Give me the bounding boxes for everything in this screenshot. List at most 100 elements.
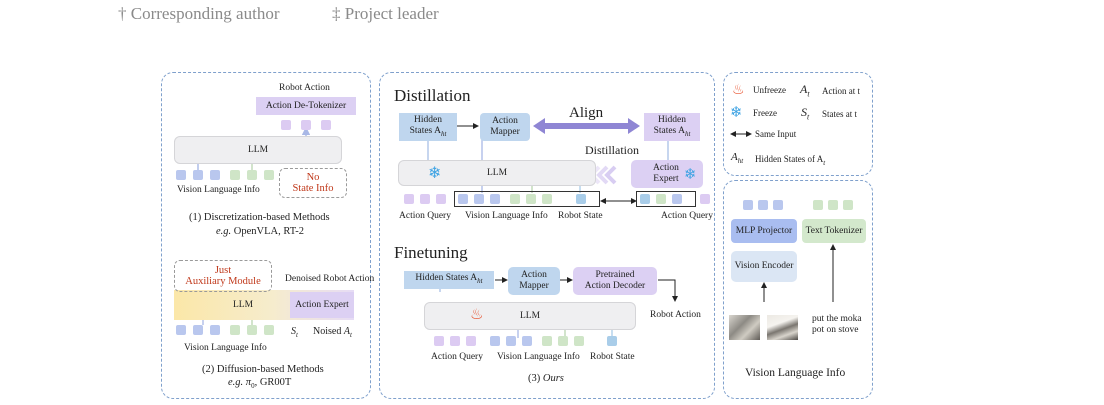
action-detokenizer-box: Action De-Tokenizer <box>256 97 356 115</box>
vision-token <box>522 336 532 346</box>
vl-info-label: Vision Language Info <box>177 185 260 195</box>
vision-token <box>176 170 186 180</box>
language-token <box>264 325 274 335</box>
language-token <box>247 170 257 180</box>
legend-aht-label: Hidden States of At <box>755 154 826 167</box>
language-token <box>542 194 552 204</box>
query-token <box>420 194 430 204</box>
vision-token <box>506 336 516 346</box>
state-symbol: St <box>291 326 298 339</box>
language-token <box>558 336 568 346</box>
query-token <box>404 194 414 204</box>
ft-hidden-states-box: Hidden States Aht <box>404 271 494 289</box>
distillation-title: Distillation <box>394 86 471 105</box>
action-query-label: Action Query <box>399 211 451 221</box>
hidden-states-right-box: Hidden States Aht <box>644 113 700 141</box>
vision-token <box>458 194 468 204</box>
ft-action-query-label: Action Query <box>431 352 483 362</box>
llm-box-finetuning: LLM <box>424 302 636 330</box>
noised-action-label: Noised At <box>313 326 352 339</box>
observation-image-2 <box>767 315 798 340</box>
vision-token <box>490 194 500 204</box>
panel-legend <box>723 72 873 176</box>
denoised-robot-action-label: Denoised Robot Action <box>285 274 375 284</box>
action-query-label-right: Action Query <box>661 211 713 221</box>
vision-token <box>672 194 682 204</box>
observation-image-1 <box>729 315 760 340</box>
discretization-caption: (1) Discretization-based Methods <box>189 212 330 223</box>
language-token <box>264 170 274 180</box>
vision-token <box>193 325 203 335</box>
finetuning-title: Finetuning <box>394 243 468 262</box>
llm-box: LLM <box>174 136 342 164</box>
vision-token <box>490 336 500 346</box>
panel-ours <box>379 72 715 399</box>
llm-box-distillation: LLM <box>398 160 596 186</box>
instruction-text: put the moka pot on stove <box>812 314 862 335</box>
state-token <box>607 336 617 346</box>
vision-token <box>474 194 484 204</box>
mlp-projector-box: MLP Projector <box>731 219 797 243</box>
state-token <box>576 194 586 204</box>
legend-st-symbol: St <box>801 105 810 122</box>
footnote-corresponding: † Corresponding author <box>118 4 280 23</box>
query-token <box>700 194 710 204</box>
panel-vl-info <box>723 180 873 399</box>
same-input-group-right <box>636 191 696 207</box>
vision-token <box>210 325 220 335</box>
robot-action-label: Robot Action <box>279 83 330 93</box>
language-token <box>526 194 536 204</box>
legend-unfreeze: Unfreeze <box>753 85 786 95</box>
ours-caption: (3) Ours <box>528 373 564 384</box>
diffusion-examples: e.g. π0, GR00T <box>228 377 292 391</box>
query-token <box>434 336 444 346</box>
vision-encoder-box: Vision Encoder <box>731 251 797 282</box>
vision-token <box>743 200 753 210</box>
unfreeze-icon: ♨ <box>732 82 745 98</box>
vision-token <box>210 170 220 180</box>
action-token <box>301 120 311 130</box>
text-tokenizer-box: Text Tokenizer <box>802 219 866 243</box>
ft-robot-action-label: Robot Action <box>650 310 701 320</box>
ft-action-mapper-box: Action Mapper <box>508 267 560 295</box>
query-token <box>450 336 460 346</box>
just-auxiliary-module-box: Just Auxiliary Module <box>174 260 272 292</box>
diffusion-caption: (2) Diffusion-based Methods <box>202 364 324 375</box>
legend-freeze: Freeze <box>753 108 777 118</box>
robot-state-label: Robot State <box>558 211 603 221</box>
llm-box-diffusion: LLM <box>232 299 254 310</box>
vl-info-label-distillation: Vision Language Info <box>465 211 548 221</box>
action-mapper-box: Action Mapper <box>480 113 530 141</box>
vision-token <box>176 325 186 335</box>
query-token <box>436 194 446 204</box>
action-expert-box: Action Expert <box>290 292 354 318</box>
language-token <box>230 170 240 180</box>
language-token <box>542 336 552 346</box>
align-label: Align <box>569 105 604 121</box>
hidden-states-box: Hidden States Aht <box>399 113 457 141</box>
action-token <box>321 120 331 130</box>
distillation-label: Distillation <box>585 143 639 157</box>
freeze-icon: ❄ <box>428 163 442 182</box>
footnote-leader: ‡ Project leader <box>332 4 439 23</box>
freeze-icon: ❄ <box>730 103 743 121</box>
legend-at-label: Action at t <box>822 86 860 96</box>
action-expert-box-distillation: Action Expert <box>631 160 703 188</box>
legend-st-label: States at t <box>822 109 857 119</box>
same-input-group-left <box>454 191 600 207</box>
legend-aht-symbol: Aht <box>731 151 744 166</box>
state-token <box>640 194 650 204</box>
language-token <box>828 200 838 210</box>
vision-token <box>758 200 768 210</box>
vision-token <box>773 200 783 210</box>
ft-vl-info-label: Vision Language Info <box>497 352 580 362</box>
pretrained-action-decoder-box: Pretrained Action Decoder <box>573 267 657 295</box>
vision-token <box>193 170 203 180</box>
ft-robot-state-label: Robot State <box>590 352 635 362</box>
language-token <box>230 325 240 335</box>
vl-info-label-diffusion: Vision Language Info <box>184 343 267 353</box>
legend-same-input: Same Input <box>755 129 797 139</box>
vl-info-caption: Vision Language Info <box>745 367 846 379</box>
action-token <box>281 120 291 130</box>
language-token <box>247 325 257 335</box>
